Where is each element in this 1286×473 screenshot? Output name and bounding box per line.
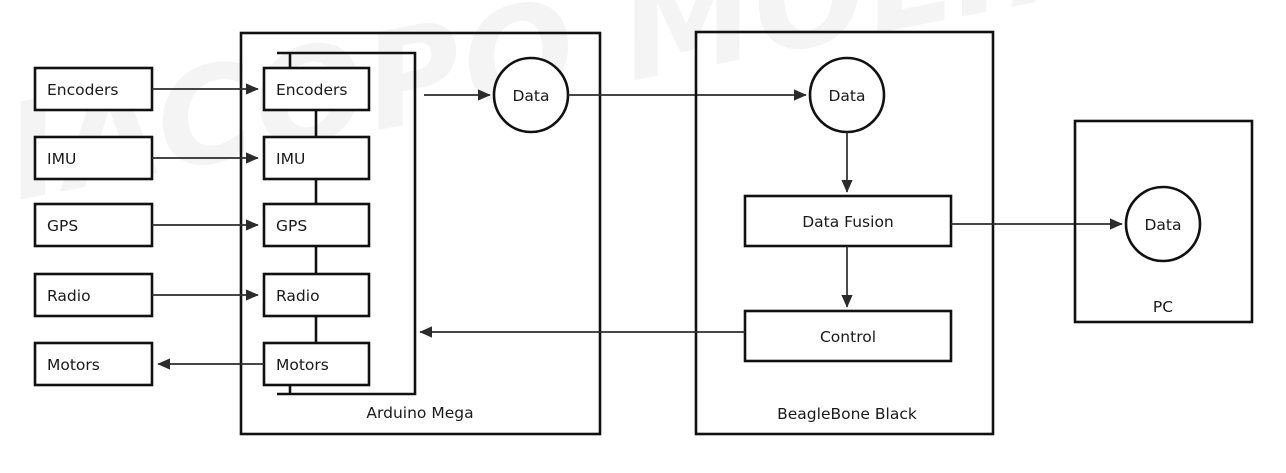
beaglebone-block-box[interactable]: [743, 309, 953, 363]
external-device-label: Encoders: [47, 81, 118, 99]
arduino-node-label: Encoders: [276, 81, 347, 99]
beaglebone-block-control[interactable]: Control: [743, 309, 953, 363]
external-device-encoders[interactable]: Encoders: [33, 66, 154, 112]
arduino-chain: Encoders IMU GPS Radio Motors: [262, 53, 371, 394]
data-node-label: Data: [1144, 216, 1181, 234]
beaglebone-block-box[interactable]: [743, 194, 953, 248]
arduino-node-radio[interactable]: Radio: [262, 272, 371, 318]
arduino-mega-boundary: [239, 31, 602, 436]
arduino-node-box[interactable]: [262, 135, 371, 181]
beaglebone-boundary: [694, 30, 995, 436]
arduino-node-motors[interactable]: Motors: [262, 341, 371, 387]
data-node-label: Data: [512, 87, 549, 105]
external-device-box[interactable]: [33, 202, 154, 248]
external-device-box[interactable]: [33, 135, 154, 181]
external-device-label: IMU: [47, 150, 76, 168]
external-device-imu[interactable]: IMU: [33, 135, 154, 181]
arduino-node-encoders[interactable]: Encoders: [262, 66, 371, 112]
arduino-node-gps[interactable]: GPS: [262, 202, 371, 248]
beaglebone-block-label: Control: [820, 328, 876, 346]
arduino-node-box[interactable]: [262, 66, 371, 112]
pc-group: PC: [1073, 119, 1254, 324]
external-device-radio[interactable]: Radio: [33, 272, 154, 318]
arduino-node-label: Radio: [276, 287, 320, 305]
external-device-motors[interactable]: Motors: [33, 341, 154, 387]
arduino-bus-container: [277, 51, 417, 396]
external-device-gps[interactable]: GPS: [33, 202, 154, 248]
data-node-label: Data: [828, 87, 865, 105]
arduino-node-box[interactable]: [262, 272, 371, 318]
arduino-node-box[interactable]: [262, 202, 371, 248]
beaglebone-block-data-fusion[interactable]: Data Fusion: [743, 194, 953, 248]
arduino-mega-group: Arduino Mega: [239, 31, 602, 436]
arduino-node-label: GPS: [276, 217, 307, 235]
arduino-node-label: Motors: [276, 356, 329, 374]
pc-data-node[interactable]: Data: [1124, 185, 1202, 263]
data-node-circle[interactable]: [1124, 185, 1202, 263]
external-device-label: Radio: [47, 287, 91, 305]
watermark-text: IACOPO MOLINAROLI: [0, 0, 1286, 231]
beaglebone-block-label: Data Fusion: [802, 213, 894, 231]
arduino-data-node[interactable]: Data: [492, 56, 570, 134]
pc-boundary: [1073, 119, 1254, 324]
external-device-label: GPS: [47, 217, 78, 235]
beaglebone-black-group: BeagleBone Black: [694, 30, 995, 436]
arduino-node-imu[interactable]: IMU: [262, 135, 371, 181]
watermark: IACOPO MOLINAROLI: [0, 0, 1286, 231]
external-device-label: Motors: [47, 356, 100, 374]
external-device-box[interactable]: [33, 66, 154, 112]
arduino-node-label: IMU: [276, 150, 305, 168]
pc-label: PC: [1153, 298, 1173, 316]
external-device-box[interactable]: [33, 341, 154, 387]
arduino-mega-label: Arduino Mega: [366, 404, 473, 422]
beaglebone-data-node[interactable]: Data: [808, 56, 886, 134]
beaglebone-label: BeagleBone Black: [777, 405, 917, 423]
